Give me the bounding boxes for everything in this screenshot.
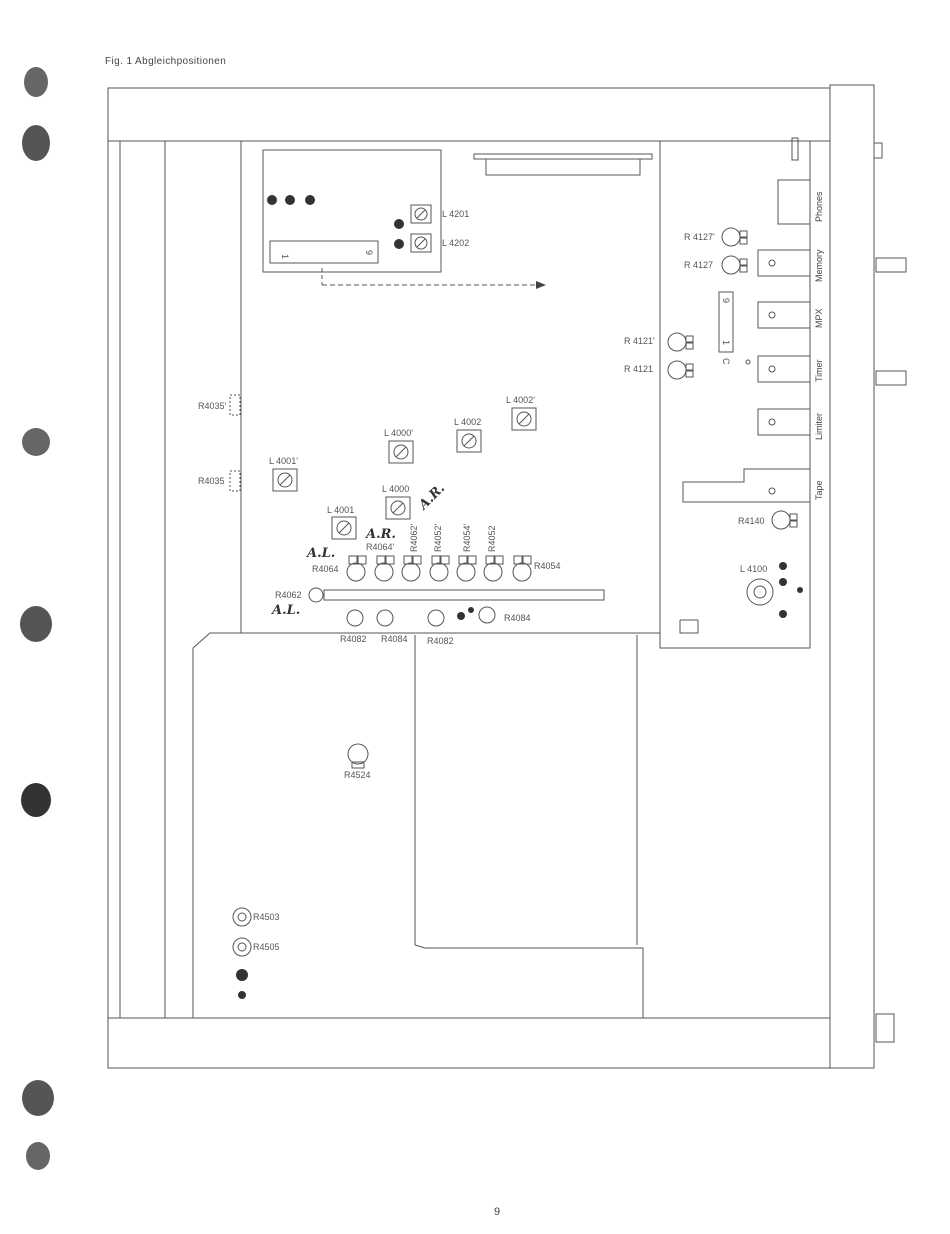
resistor-label-r4064: R4064 [312,564,339,574]
connector-pin-1: 1 [721,340,731,345]
resistor-label-r4062p: R4062' [409,523,419,552]
if-module: 1 9 L 4201 L 4202 [262,149,546,289]
coil-label-l4001: L 4001 [327,505,354,515]
resistor-label-r4064p: R4064' [366,542,395,552]
resistor-label-r4524: R4524 [344,770,371,780]
coil-label-l4000p: L 4000' [384,428,413,438]
chassis-outline [107,84,907,1069]
resistor-label-r4503: R4503 [253,912,280,922]
resistor-label-r4082a: R4082 [340,634,367,644]
right-section: R 4127' R 4127 R 4121' R 4121 9 1 C Phon… [624,179,824,618]
switch-label-mpx: MPX [814,308,824,328]
resistor-label-r4127b: R 4127 [684,260,713,270]
lower-section: R4524 R4503 R4505 [232,743,371,999]
trimmer-row: R4064 R4064' R4062' R4052' R4054' R4052 … [275,523,605,646]
switch-label-tape: Tape [814,480,824,500]
coil-label-l4202: L 4202 [442,238,469,248]
switch-label-timer: Timer [814,359,824,382]
annotation-al-2: A.L. [270,603,300,618]
module-pin-1: 1 [280,254,290,259]
resistor-label-r4505: R4505 [253,942,280,952]
resistor-label-r4052: R4052 [487,525,497,552]
coil-label-l4000: L 4000 [382,484,409,494]
connector-pin-9: 9 [721,298,731,303]
resistor-label-r4082b: R4082 [427,636,454,646]
switch-label-limiter: Limiter [814,413,824,440]
switch-label-memory: Memory [814,249,824,282]
coil-trimmers: L 4002' L 4002 L 4000' L 4000 L 4001' L … [269,395,537,540]
resistor-label-r4084a: R4084 [381,634,408,644]
module-pin-9: 9 [364,250,374,255]
annotation-ar-2: A.R. [415,481,448,514]
resistor-label-r4121a: R 4121' [624,336,655,346]
resistor-label-r4062: R4062 [275,590,302,600]
binder-holes [20,67,54,1170]
resistor-label-r4054p: R4054' [462,523,472,552]
resistor-label-r4127a: R 4127' [684,232,715,242]
resistor-label-r4054: R4054 [534,561,561,571]
r4035-pads: R4035' R4035 [198,394,241,492]
figure-caption: Fig. 1 Abgleichpositionen [105,56,227,67]
coil-label-l4201: L 4201 [442,209,469,219]
resistor-label-r4035b: R4035 [198,476,225,486]
resistor-label-r4121b: R 4121 [624,364,653,374]
coil-label-l4001p: L 4001' [269,456,298,466]
page-number: 9 [494,1206,501,1218]
coil-label-l4002p: L 4002' [506,395,535,405]
resistor-label-r4140: R4140 [738,516,765,526]
resistor-label-r4052p: R4052' [433,523,443,552]
annotation-ar-1: A.R. [364,527,396,542]
coil-label-l4002: L 4002 [454,417,481,427]
connector-label-c: C [721,358,731,365]
coil-label-l4100: L 4100 [740,564,767,574]
switch-label-phones: Phones [814,191,824,222]
annotation-al-1: A.L. [305,546,335,561]
resistor-label-r4084b: R4084 [504,613,531,623]
resistor-label-r4035a: R4035' [198,401,227,411]
